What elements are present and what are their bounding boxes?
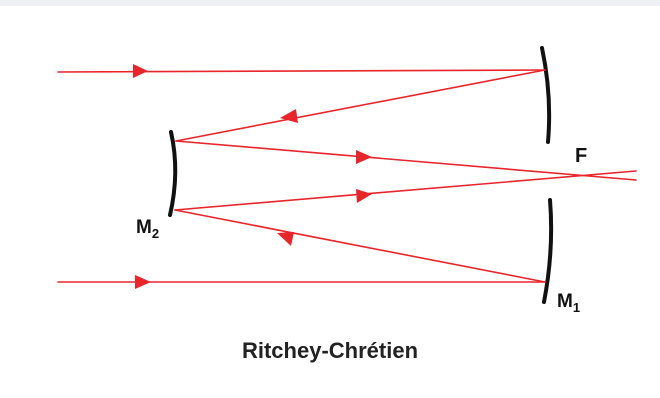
primary-mirror-label: M1 (557, 292, 580, 314)
focus-label-text: F (575, 145, 588, 167)
ray-to-focus-upper (175, 140, 637, 181)
secondary-mirror (168, 130, 178, 217)
secondary-mirror-label: M2 (136, 218, 159, 240)
ray-reflected-upper (175, 69, 546, 142)
primary-mirror-label-subscript: 1 (572, 300, 581, 315)
arrow-incoming-lower (135, 275, 151, 289)
focus-label: F (575, 146, 587, 166)
arrow-reflected-upper (280, 109, 298, 123)
secondary-mirror-label-subscript: 2 (151, 226, 160, 241)
arrow-reflected-lower (277, 232, 294, 246)
secondary-mirror-label-text: M (136, 217, 152, 238)
ray-reflected-lower (174, 209, 546, 283)
diagram-caption: Ritchey-Chrétien (241, 338, 419, 363)
primary-mirror-lower (542, 198, 554, 304)
ray-to-focus-lower (174, 170, 637, 211)
primary-mirror-label-text: M (557, 291, 573, 312)
arrow-to-focus-lower (356, 189, 372, 203)
ray-incoming-upper (57, 69, 546, 73)
arrow-incoming-upper (133, 64, 148, 78)
top-border (0, 0, 660, 6)
primary-mirror-upper (540, 46, 552, 144)
arrow-to-focus-upper (356, 150, 372, 164)
